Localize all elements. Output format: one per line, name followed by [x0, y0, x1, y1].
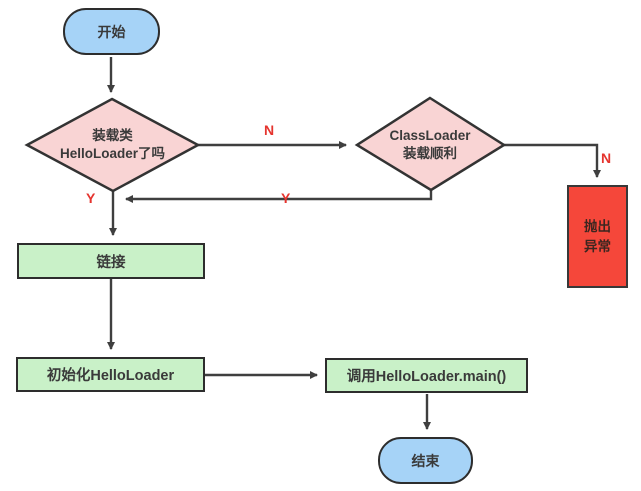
decision-load-check: [24, 97, 201, 193]
node-init: 初始化HelloLoader: [16, 357, 205, 392]
classloader-check-line2: 装载顺利: [403, 146, 457, 161]
node-load-check-label: 装载类 HelloLoader了吗: [30, 114, 195, 176]
edge-label-classloader-y: Y: [281, 190, 291, 206]
classloader-check-line1: ClassLoader: [389, 127, 471, 143]
node-link-label: 链接: [96, 254, 126, 271]
node-call-main-label: 调用HelloLoader.main(): [346, 369, 507, 385]
load-check-line1: 装载类: [92, 127, 133, 143]
edge-label-classloader-n: N: [601, 150, 612, 166]
node-link: 链接: [17, 243, 205, 279]
decision-classloader-check: [354, 96, 507, 192]
edge-label-loadcheck-y: Y: [86, 190, 96, 206]
node-init-label: 初始化HelloLoader: [46, 368, 175, 384]
throw-exception-line2: 异常: [584, 238, 611, 254]
edge-classloader-yes-return: [125, 190, 433, 203]
edge-label-loadcheck-n: N: [264, 122, 275, 138]
node-throw-exception: 抛出 异常: [567, 185, 628, 288]
throw-exception-line1: 抛出: [584, 218, 611, 234]
node-end: 结束: [378, 437, 473, 484]
node-start-label: 开始: [97, 23, 126, 40]
edge-classloader-to-throw: [504, 143, 601, 178]
node-call-main: 调用HelloLoader.main(): [325, 358, 528, 393]
node-end-label: 结束: [411, 452, 440, 469]
node-start: 开始: [63, 8, 160, 55]
node-classloader-check-label: ClassLoader 装载顺利: [360, 114, 500, 176]
load-check-line2: HelloLoader了吗: [59, 146, 165, 161]
